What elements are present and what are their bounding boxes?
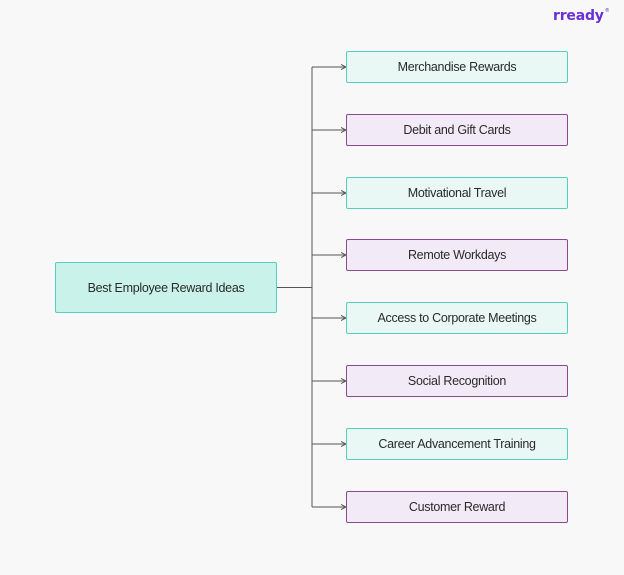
reward-label: Access to Corporate Meetings <box>377 311 537 325</box>
reward-label: Career Advancement Training <box>378 437 536 451</box>
reward-node: Access to Corporate Meetings <box>346 302 568 334</box>
reward-node: Motivational Travel <box>346 177 568 209</box>
reward-label: Merchandise Rewards <box>397 60 517 74</box>
reward-label: Remote Workdays <box>407 248 507 262</box>
reward-node: Merchandise Rewards <box>346 51 568 83</box>
root-node: Best Employee Reward Ideas <box>55 262 277 313</box>
rready-logo: rready® <box>553 8 610 24</box>
root-label: Best Employee Reward Ideas <box>87 280 245 295</box>
reward-label: Social Recognition <box>407 374 507 388</box>
logo-text: rready <box>553 8 604 24</box>
reward-node: Social Recognition <box>346 365 568 397</box>
reward-node: Remote Workdays <box>346 239 568 271</box>
reward-label: Motivational Travel <box>407 186 507 200</box>
reward-label: Debit and Gift Cards <box>403 123 511 137</box>
reward-label: Customer Reward <box>408 500 506 514</box>
branch-lines <box>312 67 346 507</box>
reward-node: Debit and Gift Cards <box>346 114 568 146</box>
registered-mark: ® <box>604 8 610 14</box>
reward-node: Customer Reward <box>346 491 568 523</box>
reward-node: Career Advancement Training <box>346 428 568 460</box>
